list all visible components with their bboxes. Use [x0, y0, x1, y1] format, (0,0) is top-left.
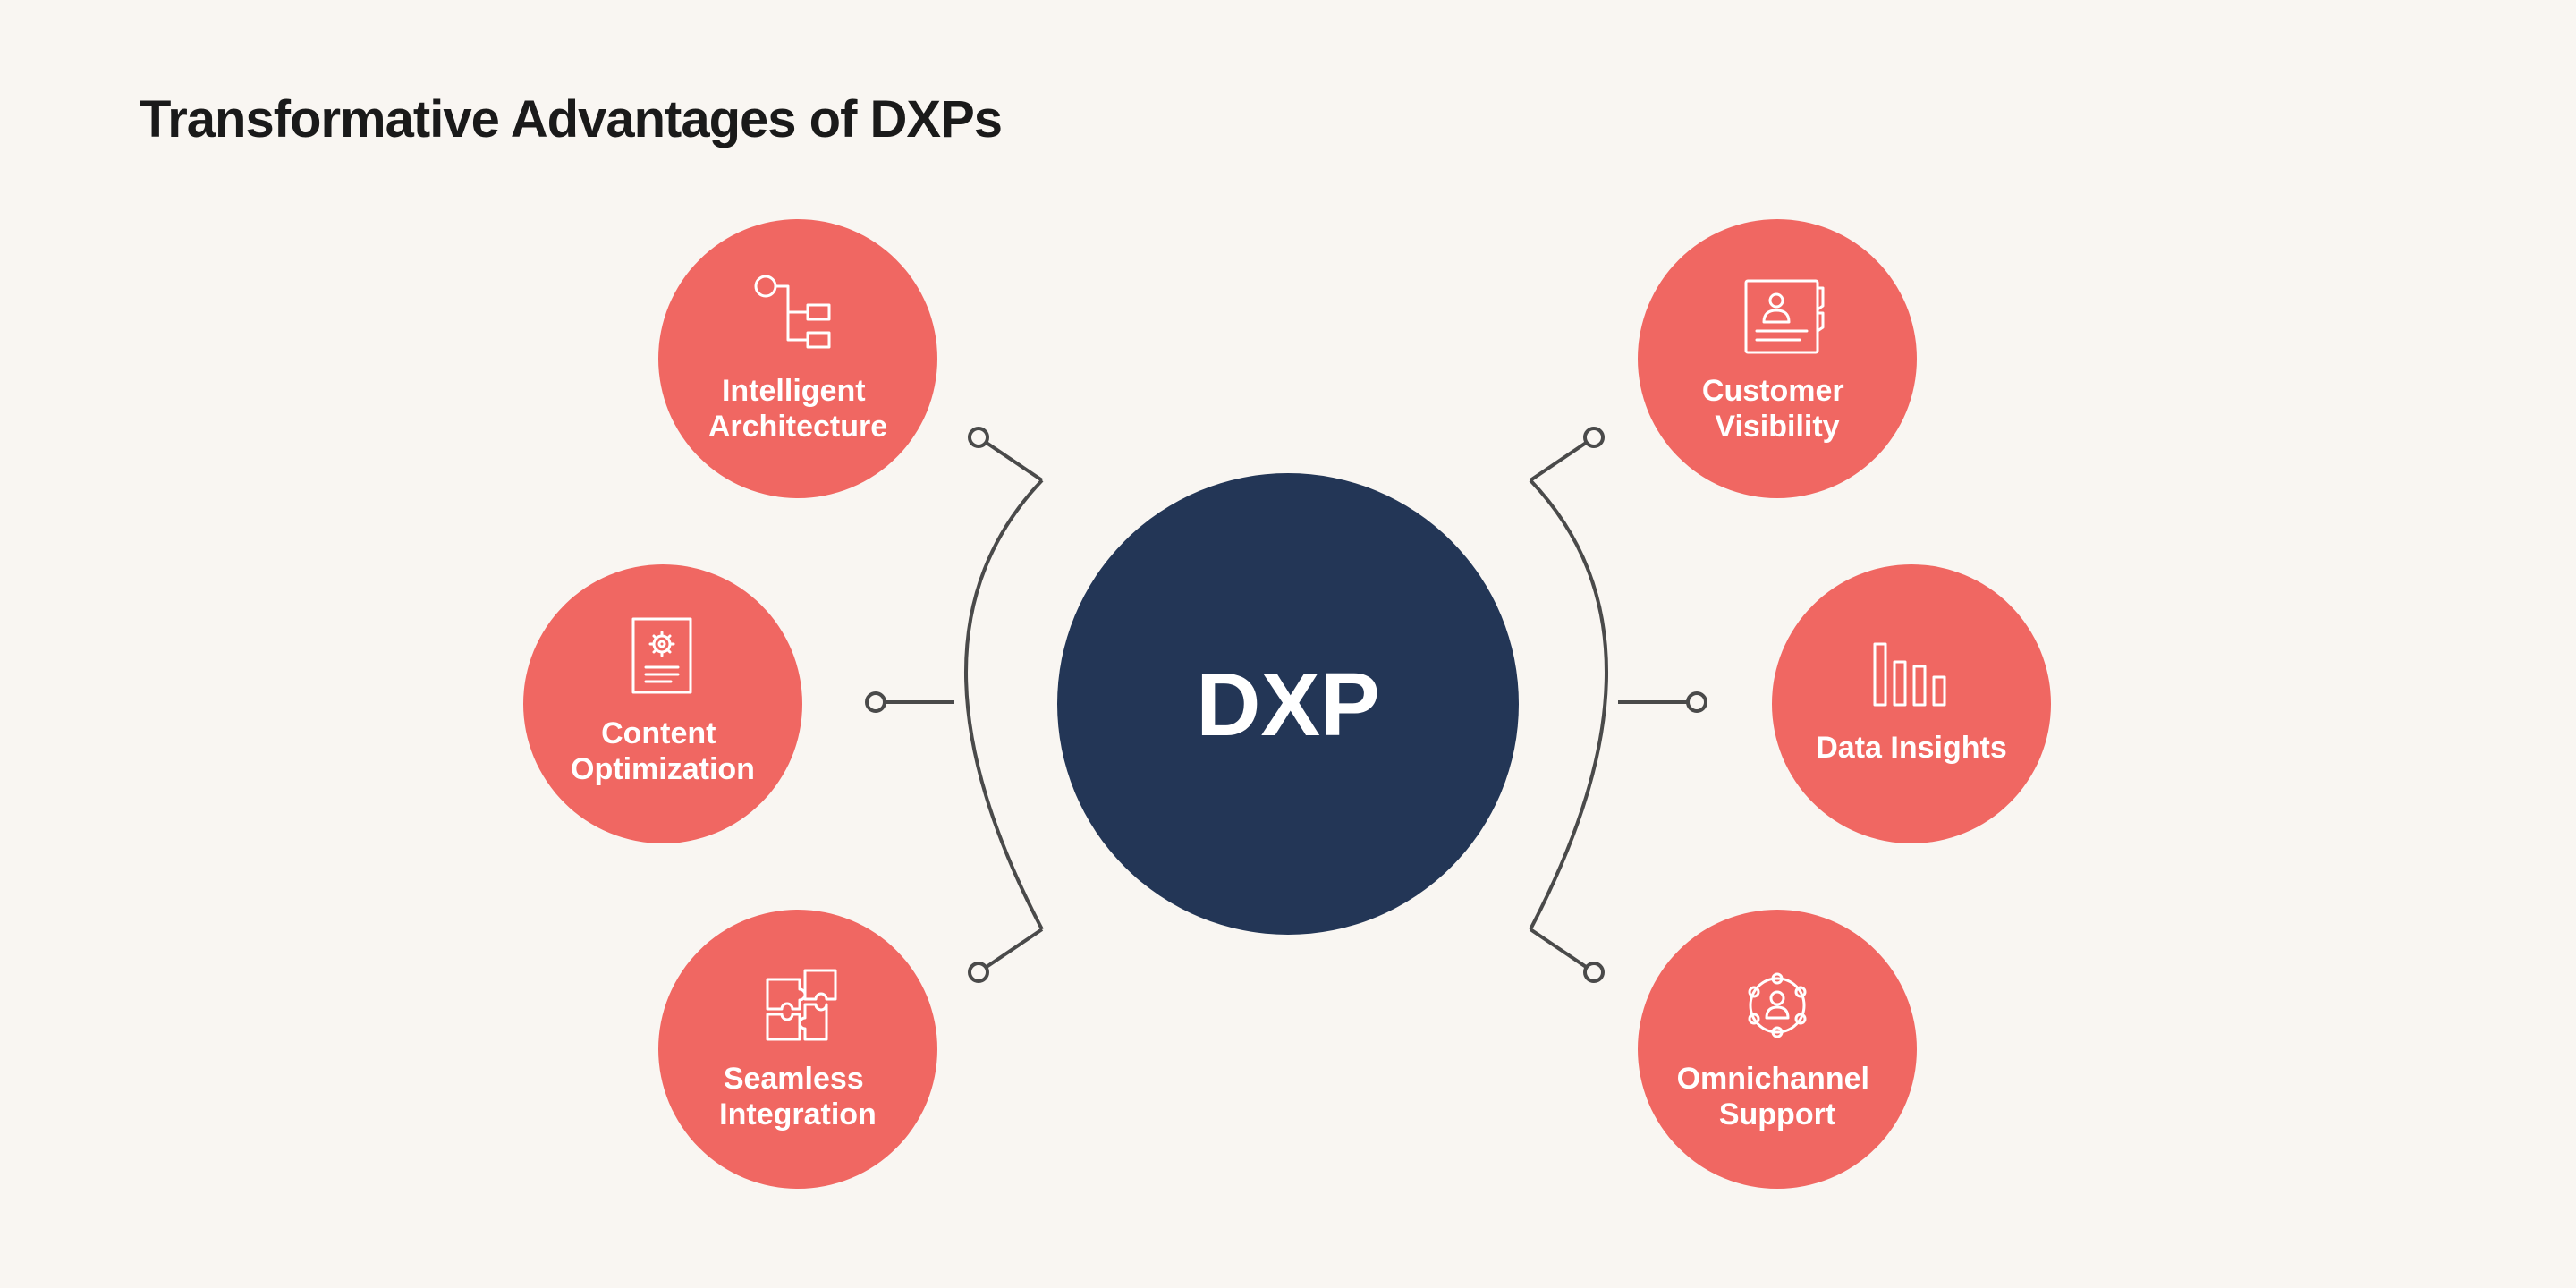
node-label-line: Support [1719, 1097, 1835, 1131]
node-seamless-integration: Seamless Integration [658, 910, 937, 1189]
hierarchy-icon [754, 275, 831, 349]
node-label-line: Architecture [708, 410, 887, 444]
node-label-line: Optimization [571, 752, 755, 786]
puzzle-icon [766, 969, 837, 1041]
left-connector [865, 427, 1044, 983]
svg-text:Intelligent Architecture: Intelligent Architecture [708, 374, 887, 444]
svg-text:Omnichannel Support: Omnichannel Support [1677, 1062, 1878, 1131]
bar-chart-icon [1873, 642, 1946, 707]
node-omnichannel-support: Omnichannel Support [1638, 910, 1917, 1189]
svg-text:Content Optimization: Content Optimization [571, 716, 755, 786]
node-label-line: Visibility [1715, 410, 1839, 444]
page-title: Transformative Advantages of DXPs [140, 90, 1003, 148]
connector-endpoint [1583, 427, 1605, 448]
connector-endpoint [865, 691, 886, 713]
connector-endpoint [1686, 691, 1707, 713]
node-data-insights: Data Insights [1772, 564, 2051, 843]
node-label-line: Seamless [724, 1062, 864, 1096]
node-intelligent-architecture: Intelligent Architecture [658, 219, 937, 498]
node-label-line: Content [601, 716, 716, 750]
node-label-line: Integration [719, 1097, 877, 1131]
node-label-line: Omnichannel [1677, 1062, 1869, 1096]
connector-endpoint [1583, 962, 1605, 983]
connector-endpoint [968, 427, 989, 448]
connector-endpoint [968, 962, 989, 983]
node-label-line: Data Insights [1816, 731, 2006, 765]
svg-text:Customer Visibility: Customer Visibility [1702, 374, 1852, 444]
center-node: DXP [1057, 473, 1519, 935]
center-label: DXP [1196, 655, 1380, 755]
right-connector [1529, 427, 1707, 983]
svg-text:Seamless Integration: Seamless Integration [719, 1062, 877, 1131]
node-label-line: Intelligent [722, 374, 866, 408]
network-user-icon [1748, 972, 1807, 1038]
document-gear-icon [631, 617, 692, 694]
node-content-optimization: Content Optimization [523, 564, 802, 843]
node-customer-visibility: Customer Visibility [1638, 219, 1917, 498]
node-label-line: Customer [1702, 374, 1844, 408]
profile-card-icon [1744, 279, 1825, 354]
